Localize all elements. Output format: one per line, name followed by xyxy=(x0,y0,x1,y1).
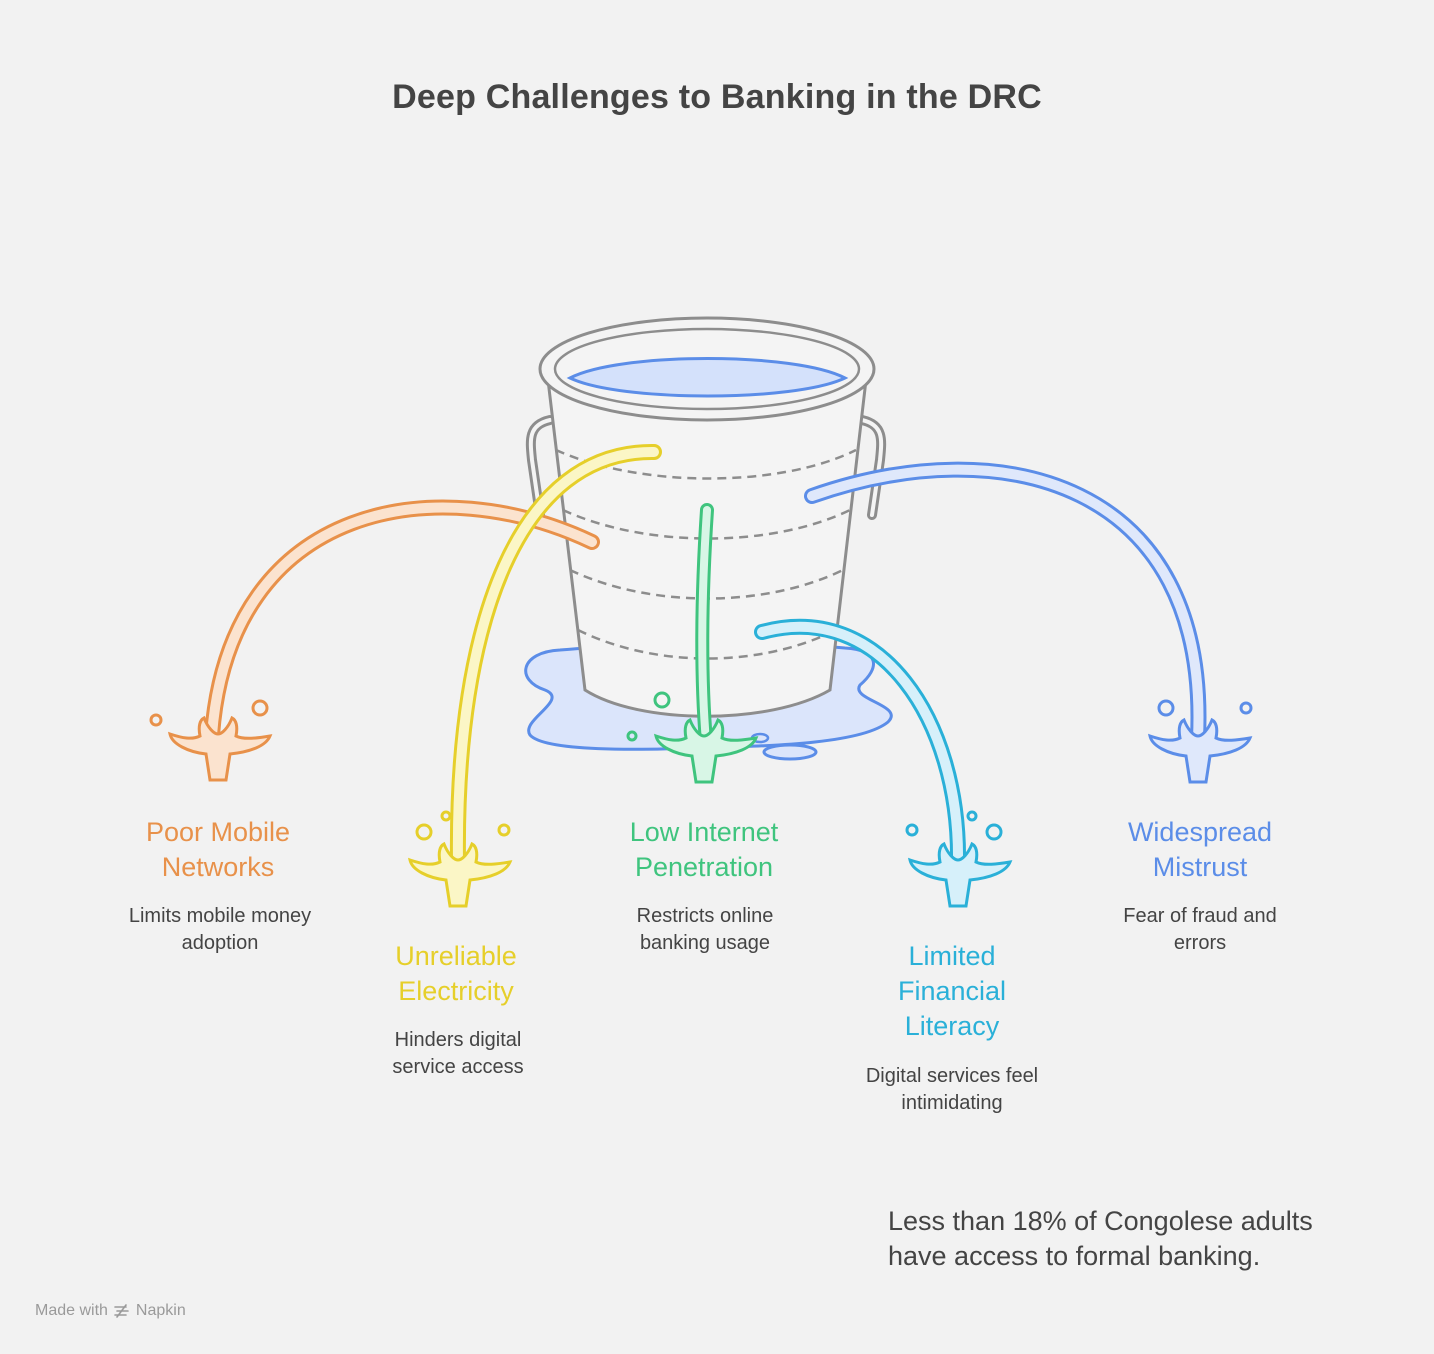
challenge-heading: Poor Mobile Networks xyxy=(98,815,338,885)
challenge-heading: Widespread Mistrust xyxy=(1080,815,1320,885)
statistic-note: Less than 18% of Congolese adults have a… xyxy=(888,1204,1313,1274)
footer-credit[interactable]: Made with Napkin xyxy=(35,1302,186,1320)
challenge-description: Fear of fraud and errors xyxy=(1070,903,1330,957)
challenge-description: Restricts online banking usage xyxy=(575,903,835,957)
challenge-description: Digital services feel intimidating xyxy=(822,1063,1082,1117)
challenge-description: Limits mobile money adoption xyxy=(90,903,350,957)
napkin-brand: Napkin xyxy=(136,1302,186,1320)
stream-low-internet-penetration xyxy=(702,510,707,742)
stream-poor-mobile-networks xyxy=(212,508,592,735)
challenge-heading: Limited Financial Literacy xyxy=(832,939,1072,1044)
challenge-heading: Low Internet Penetration xyxy=(574,815,834,885)
challenge-description: Hinders digital service access xyxy=(328,1027,588,1081)
made-with-label: Made with xyxy=(35,1302,108,1320)
napkin-logo-icon xyxy=(114,1304,130,1318)
challenge-heading: Unreliable Electricity xyxy=(336,939,576,1009)
